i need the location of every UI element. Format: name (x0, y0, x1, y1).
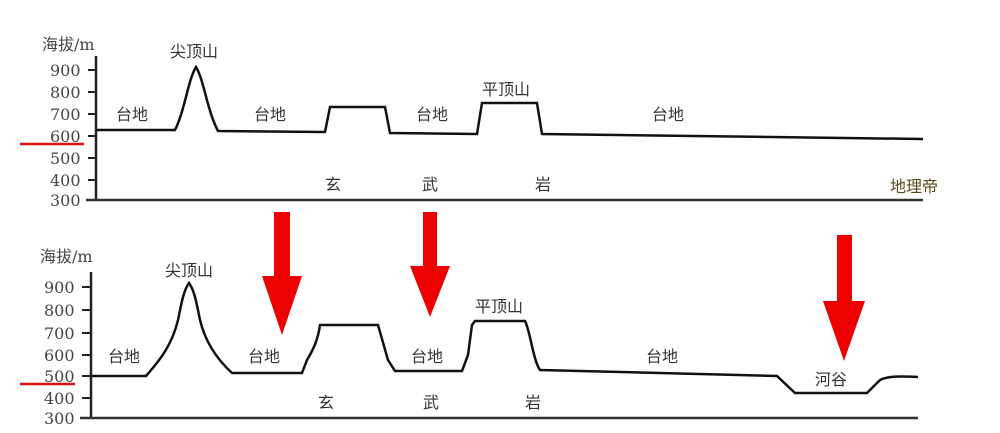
top-tick-600: 600 (50, 127, 81, 146)
bottom-y-axis-label: 海拔/m (40, 247, 93, 266)
bottom-platform-label-1: 台地 (108, 347, 140, 366)
bottom-tick-700: 700 (44, 324, 75, 343)
red-arrow-down-icon (262, 212, 302, 335)
bottom-terrain-profile (91, 280, 919, 395)
top-ticks (88, 69, 96, 181)
top-tick-700: 700 (50, 105, 81, 124)
top-platform-label-2: 台地 (254, 105, 286, 124)
top-mesa-label: 平顶山 (482, 80, 530, 99)
arrows (262, 212, 865, 361)
top-tick-300: 300 (50, 191, 81, 210)
bottom-tick-400: 400 (44, 389, 75, 408)
bottom-platform-label-4: 台地 (646, 347, 678, 366)
bottom-tick-800: 800 (44, 301, 75, 320)
bottom-peak-label: 尖顶山 (165, 261, 213, 280)
bottom-platform-label-2: 台地 (248, 347, 280, 366)
top-panel: 海拔/m 900 800 700 600 500 400 300 台地 尖顶山 … (20, 35, 938, 210)
top-rock-char-2: 武 (422, 175, 438, 194)
bottom-panel: 海拔/m 900 800 700 600 500 400 300 台地 尖顶山 … (20, 247, 919, 428)
top-terrain-profile (96, 64, 924, 141)
top-tick-800: 800 (50, 83, 81, 102)
top-rock-char-3: 岩 (535, 175, 551, 194)
bottom-platform-label-3: 台地 (411, 347, 443, 366)
top-tick-900: 900 (50, 61, 81, 80)
bottom-valley-label: 河谷 (815, 370, 847, 389)
top-y-axis-label: 海拔/m (42, 35, 95, 54)
top-platform-label-3: 台地 (416, 105, 448, 124)
bottom-tick-900: 900 (44, 278, 75, 297)
red-arrow-down-icon (410, 212, 450, 317)
bottom-ticks (82, 286, 91, 399)
top-tick-400: 400 (50, 171, 81, 190)
bottom-rock-char-3: 岩 (525, 393, 541, 412)
top-platform-label-1: 台地 (116, 105, 148, 124)
top-peak-label: 尖顶山 (170, 42, 218, 61)
bottom-rock-char-1: 玄 (318, 393, 334, 412)
bottom-tick-500: 500 (44, 367, 75, 386)
top-rock-char-1: 玄 (325, 175, 341, 194)
red-arrow-down-icon (823, 235, 865, 361)
bottom-mesa-label: 平顶山 (475, 297, 523, 316)
bottom-rock-char-2: 武 (423, 393, 439, 412)
top-platform-label-4: 台地 (652, 105, 684, 124)
bottom-tick-600: 600 (44, 346, 75, 365)
bottom-tick-300: 300 (44, 409, 75, 428)
top-tick-500: 500 (50, 149, 81, 168)
watermark: 地理帝 (890, 177, 938, 196)
